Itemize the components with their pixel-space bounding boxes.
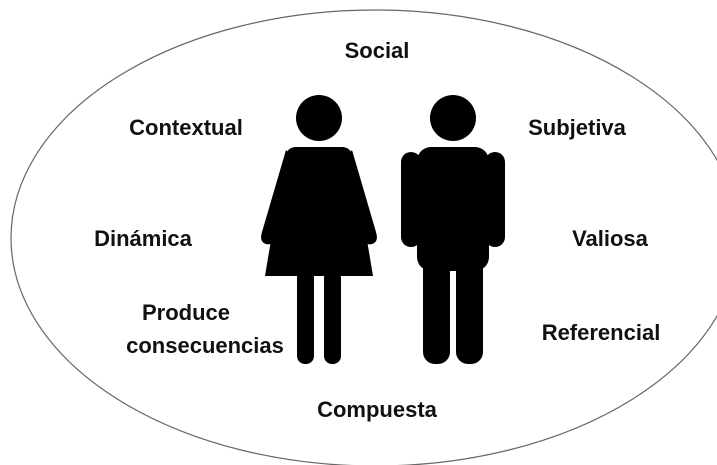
man-icon: [401, 95, 505, 364]
label-contextual: Contextual: [129, 115, 243, 140]
label-subjetiva: Subjetiva: [528, 115, 626, 140]
label-social: Social: [344, 38, 410, 63]
label-dinamica: Dinámica: [94, 226, 192, 251]
woman-icon: [261, 95, 377, 364]
label-consecuencias: consecuencias: [126, 333, 284, 358]
label-valiosa: Valiosa: [572, 226, 648, 251]
label-produce: Produce: [141, 300, 231, 325]
label-referencial: Referencial: [541, 320, 661, 345]
label-compuesta: Compuesta: [317, 397, 437, 422]
